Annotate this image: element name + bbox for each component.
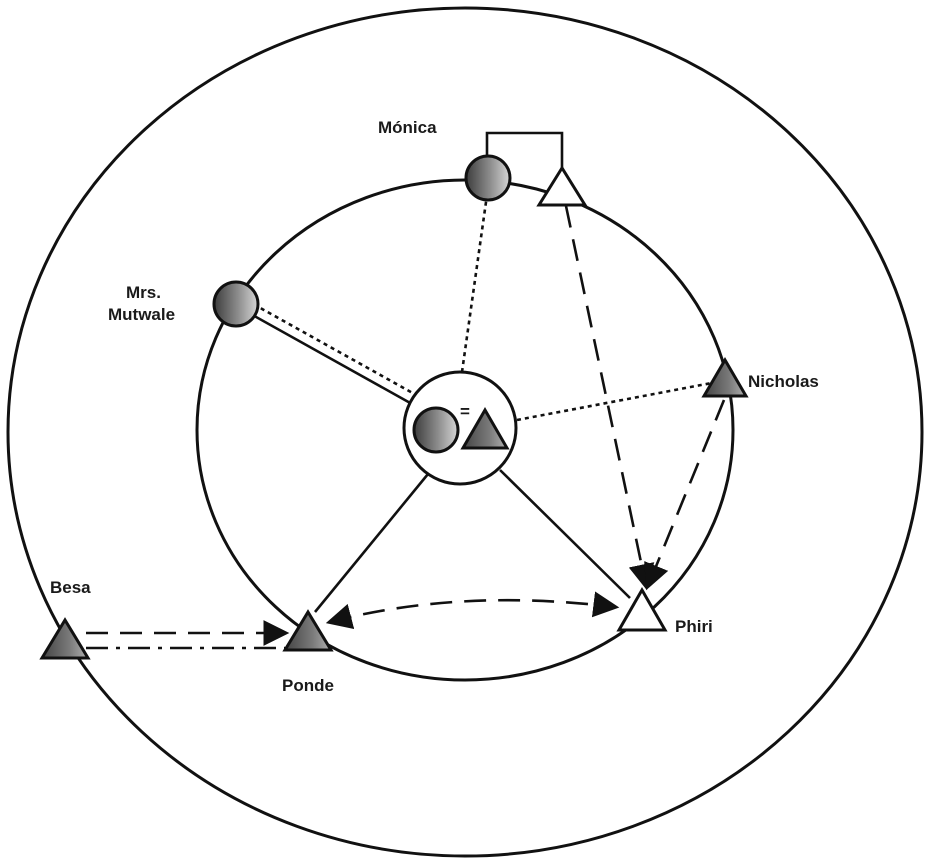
- monica-label: Mónica: [378, 118, 437, 137]
- tie-ego-nicholas: [516, 380, 718, 422]
- mutwale-label-line2: Mutwale: [108, 305, 175, 324]
- ego-household: [402, 370, 518, 486]
- mutwale-label-line1: Mrs.: [126, 283, 161, 302]
- ponde-node: [282, 609, 334, 652]
- besa-label: Besa: [50, 578, 91, 597]
- tie-ego-ponde: [313, 473, 430, 613]
- tie-partner-phiri: [564, 205, 655, 591]
- monica-node: [464, 154, 512, 202]
- tie-nicholas-phiri: [644, 399, 726, 591]
- outer-ring: [6, 6, 924, 858]
- phiri-label: Phiri: [675, 617, 713, 636]
- ponde-label: Ponde: [282, 676, 334, 695]
- tie-ego-mutwale-dotted: [245, 298, 419, 398]
- tie-ponde-phiri: [325, 591, 620, 630]
- phiri-node: [616, 586, 668, 632]
- mutwale-node: [212, 280, 260, 328]
- tie-ego-mutwale-solid: [239, 306, 413, 406]
- tie-ego-monica: [460, 194, 489, 373]
- ego-female-node: [412, 406, 460, 454]
- nicholas-label: Nicholas: [748, 372, 819, 391]
- besa-node: [39, 617, 91, 660]
- ego-male-node: [460, 407, 510, 450]
- partner-node: [536, 165, 588, 207]
- marriage-marker: =: [460, 402, 470, 421]
- tie-ego-phiri: [499, 469, 631, 599]
- tie-monica-partner: [485, 131, 564, 168]
- nicholas-node: [701, 357, 749, 398]
